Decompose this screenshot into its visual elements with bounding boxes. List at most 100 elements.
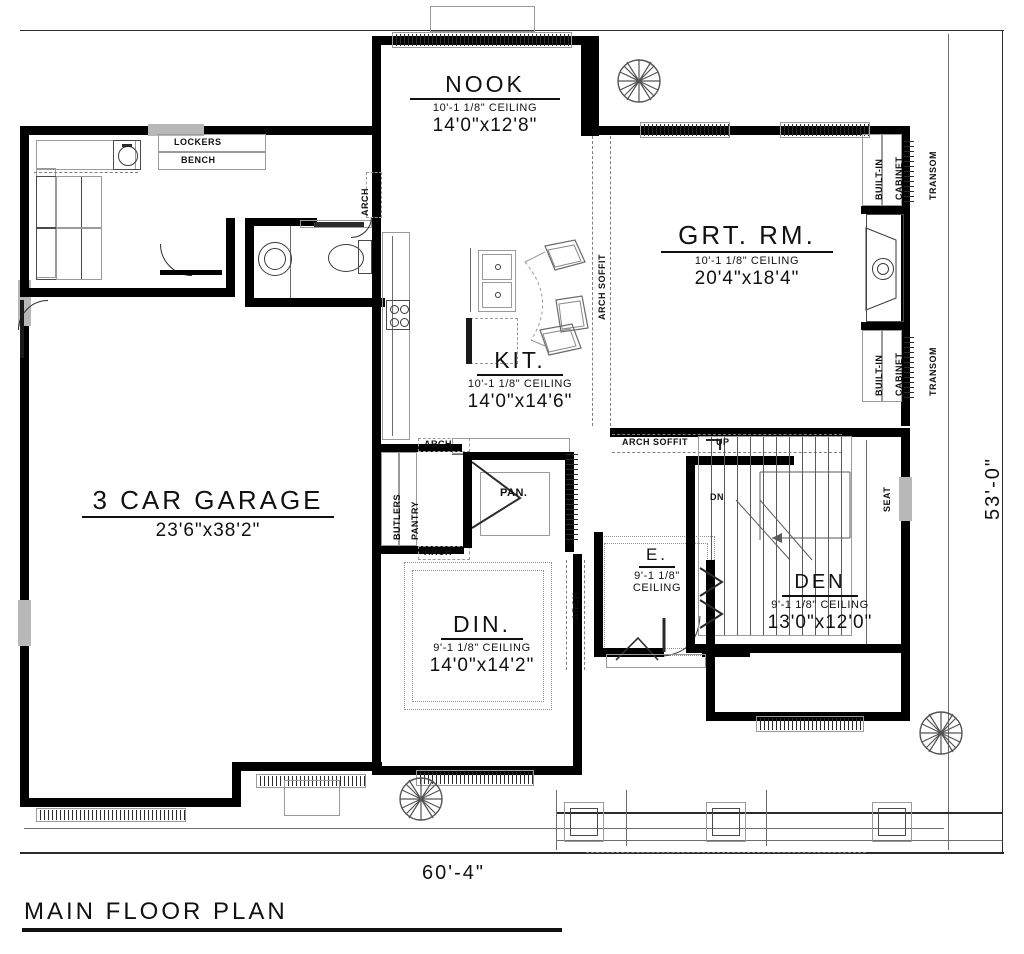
powder-shelf <box>300 220 372 228</box>
porch-column-1-inner <box>570 808 598 836</box>
arch-label-pantry-bottom: ARCH <box>424 547 452 557</box>
pantry-shelving <box>480 472 550 536</box>
porch-column-1-outer <box>564 802 604 842</box>
nook-window-glazing <box>392 34 572 46</box>
kit-counter-west <box>382 232 410 440</box>
seat-wall-a <box>901 437 910 477</box>
arch-soffit-line-v2 <box>610 136 611 426</box>
stair-dn-label: DN <box>710 492 724 502</box>
room-label-grt: GRT. RM. 10'-1 1/8" CEILING 20'4"x18'4" <box>652 221 842 291</box>
kit-counter-edge-west <box>392 236 393 436</box>
porch-rail-2 <box>766 790 767 846</box>
fireplace-wall-bottom <box>861 322 903 330</box>
din-wall-west <box>372 554 381 774</box>
builtin-cabinet-1-box-b <box>882 134 902 206</box>
pantry-wall-west <box>463 452 472 548</box>
porch-step-line <box>586 852 866 853</box>
powder-wall-south <box>245 298 385 307</box>
grt-wall-north <box>590 126 910 135</box>
den-window-south-frame <box>756 716 864 732</box>
island-drain-1 <box>495 264 501 270</box>
lockers-outline <box>158 134 266 152</box>
laundry-faucet <box>122 144 132 147</box>
overall-width-dimension: 60'-4" <box>422 862 485 884</box>
den-window-south <box>756 718 864 730</box>
laundry-counter-edge <box>34 172 138 173</box>
burner-2 <box>400 305 409 314</box>
porch-rail-1 <box>626 790 627 846</box>
room-name-entry: E. <box>645 545 669 564</box>
room-label-den: DEN 9'-1 1/8" CEILING 13'0"x12'0" <box>745 572 895 634</box>
grt-window-north-2-frame <box>780 122 870 138</box>
laundry-sink <box>113 140 141 170</box>
kitchen-island <box>478 250 516 312</box>
burner-3 <box>390 318 399 327</box>
arch-opening-pantry-bottom <box>418 546 470 560</box>
island-sink-basin-2 <box>482 282 512 308</box>
cooktop <box>386 300 410 330</box>
nook-bay-window <box>430 6 535 32</box>
bench-label: BENCH <box>181 155 216 165</box>
kit-wall-west <box>372 236 381 444</box>
entry-wall-west <box>594 532 603 656</box>
dim-line-right <box>1002 30 1003 854</box>
toilet-bowl <box>328 244 364 272</box>
arch-din-line-1 <box>566 560 567 670</box>
porch-column-2-outer <box>706 802 746 842</box>
lockers-label: LOCKERS <box>174 137 222 147</box>
burner-4 <box>400 318 409 327</box>
grt-wall-south <box>610 428 910 437</box>
grt-wall-west-upper <box>590 36 599 136</box>
den-wall-east <box>901 648 910 720</box>
butlers-wall-north <box>372 444 462 452</box>
room-label-kit: KIT. 10'-1 1/8" CEILING 14'0"x14'6" <box>440 348 600 414</box>
dryer-front <box>56 228 102 280</box>
din-ceiling-tray-inner <box>412 570 544 702</box>
pantry-side-glazing <box>566 452 578 540</box>
room-name-garage: 3 CAR GARAGE <box>92 485 324 515</box>
room-size-grt: 20'4"x18'4" <box>694 267 800 289</box>
arch-label-pantry-top: ARCH <box>424 439 452 449</box>
tree-icon-1 <box>617 59 661 103</box>
porch-edge-line <box>556 812 1002 814</box>
room-ceiling-entry: 9'-1 1/8" <box>634 569 680 582</box>
mudroom-door-leaf <box>160 270 222 275</box>
tree-icon-2 <box>399 777 443 821</box>
stair-treads <box>698 436 852 636</box>
nook-wall-east <box>581 36 590 136</box>
arch-opening-pantry-top <box>418 438 470 452</box>
laundry-wall-east <box>226 218 235 297</box>
butlers-wall-west <box>372 444 381 554</box>
side-entry-door-leaf <box>20 300 24 358</box>
grt-window-north-2 <box>780 124 870 136</box>
butlers-counter-b <box>399 452 417 546</box>
din-window-south <box>416 772 534 784</box>
laundry-window <box>148 124 204 136</box>
dim-tick-right-inner <box>948 34 949 850</box>
powder-counter <box>314 222 364 227</box>
porch-column-3-inner <box>878 808 906 836</box>
tree-icon-3 <box>919 711 963 755</box>
island-edge <box>470 248 471 312</box>
seat-window <box>899 477 912 521</box>
porch-edge-line-2 <box>556 840 1002 841</box>
den-wall-west <box>706 560 715 720</box>
front-stoop <box>606 654 706 668</box>
toilet-tank <box>358 240 372 274</box>
room-ceiling-den: 9'-1 1/8" CEILING <box>771 599 869 611</box>
garage-overhead-door-1-frame <box>36 808 186 822</box>
garage-overhead-door-1 <box>36 810 186 820</box>
builtin-cabinet-2-box <box>862 330 882 402</box>
room-ceiling-grt: 10'-1 1/8" CEILING <box>694 255 800 268</box>
room-size-den: 13'0"x12'0" <box>767 611 873 633</box>
builtin-cabinet-1-box <box>862 134 882 206</box>
entry-wall-south-a <box>594 648 664 657</box>
room-size-kit: 14'0"x14'6" <box>467 390 573 412</box>
island-sink-basin-1 <box>482 254 512 280</box>
pan-label: PAN. <box>500 487 528 499</box>
